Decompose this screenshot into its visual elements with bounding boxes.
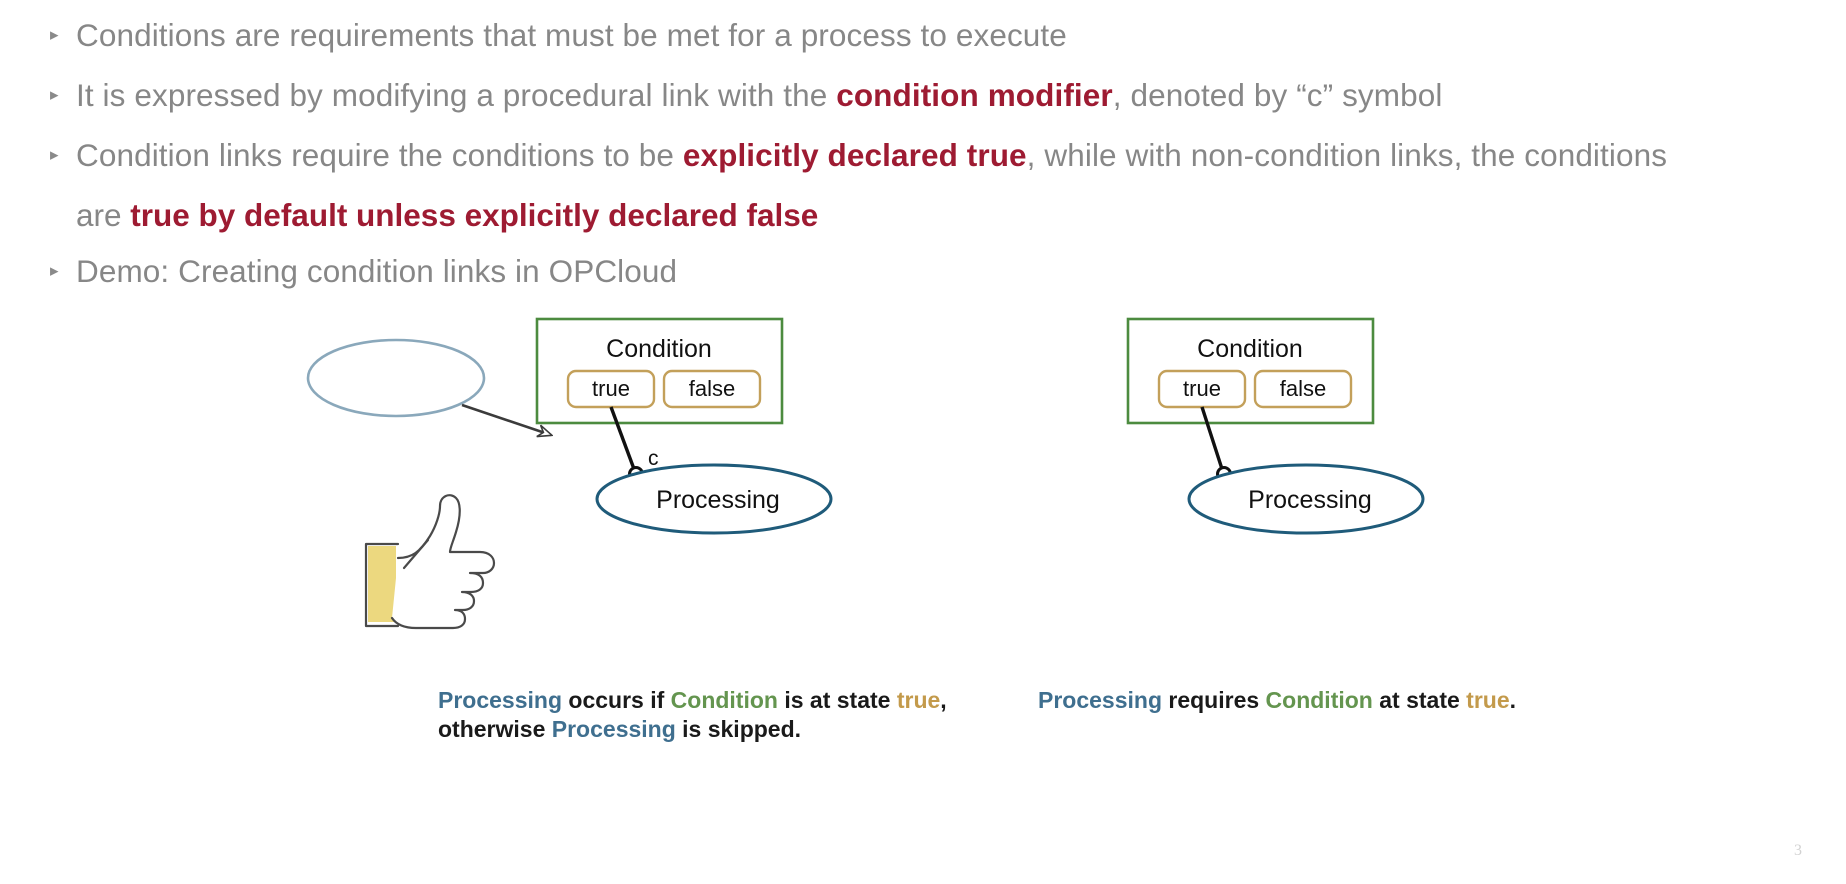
empty-object-ellipse[interactable] bbox=[306, 338, 486, 418]
bullet-text-3-continuation: are true by default unless explicitly de… bbox=[76, 197, 819, 233]
condition-object-label: Condition bbox=[606, 335, 712, 363]
process-ellipse[interactable] bbox=[595, 463, 833, 535]
bullet-item-2: ▸ It is expressed by modifying a procedu… bbox=[44, 70, 1824, 120]
caption-left: Processing occurs if Condition is at sta… bbox=[438, 687, 947, 742]
state-true-label-right: true bbox=[1183, 376, 1221, 401]
bullet-item-1: ▸ Conditions are requirements that must … bbox=[44, 10, 1824, 60]
caption-token: Condition bbox=[1265, 687, 1373, 713]
state-false-box[interactable] bbox=[662, 369, 762, 409]
bullet-text-4: Demo: Creating condition links in OPClou… bbox=[76, 253, 678, 289]
plain-link-line[interactable] bbox=[1200, 406, 1224, 470]
result-link-arrow[interactable] bbox=[461, 403, 551, 435]
process-label-right: Processing bbox=[1248, 486, 1372, 514]
bullet-marker-icon: ▸ bbox=[50, 261, 59, 280]
caption-token: true bbox=[1466, 687, 1510, 713]
process-label: Processing bbox=[656, 486, 780, 514]
caption-token: true bbox=[896, 687, 941, 713]
state-false-box-right[interactable] bbox=[1253, 369, 1353, 409]
bullet-text-2: It is expressed by modifying a procedura… bbox=[76, 77, 1443, 113]
bullet-item-3: ▸ Condition links require the conditions… bbox=[44, 130, 1824, 180]
bullet-text-3: Condition links require the conditions t… bbox=[76, 137, 1668, 173]
caption-token: Processing bbox=[438, 687, 562, 713]
caption-token: Processing bbox=[1038, 687, 1162, 713]
caption-right: Processing requires Condition at state t… bbox=[1038, 687, 1517, 713]
bullet-item-4: ▸ Demo: Creating condition links in OPCl… bbox=[44, 246, 1824, 296]
state-false-label: false bbox=[689, 376, 735, 401]
bullet-marker-icon: ▸ bbox=[50, 25, 59, 44]
caption-token: Condition bbox=[670, 687, 778, 713]
page-number: 3 bbox=[1794, 842, 1802, 859]
diagram-area: Condition true false c Processing Condit… bbox=[0, 280, 1846, 700]
bullet-marker-icon: ▸ bbox=[50, 85, 59, 104]
bullet-text-1: Conditions are requirements that must be… bbox=[76, 17, 1067, 53]
thumbs-up-icon bbox=[364, 494, 496, 630]
bullet-marker-icon: ▸ bbox=[50, 145, 59, 164]
process-ellipse-right[interactable] bbox=[1187, 463, 1425, 535]
state-true-label: true bbox=[592, 376, 630, 401]
diagram-right: Condition true false Processing bbox=[1126, 317, 1425, 535]
caption-token: Processing bbox=[551, 716, 676, 742]
condition-object-label-right: Condition bbox=[1197, 335, 1303, 363]
condition-modifier-label: c bbox=[648, 447, 659, 470]
bullet-list: ▸ Conditions are requirements that must … bbox=[44, 10, 1824, 306]
condition-link-line[interactable] bbox=[609, 406, 636, 470]
diagram-left: Condition true false c Processing bbox=[306, 317, 833, 630]
state-false-label-right: false bbox=[1280, 376, 1326, 401]
